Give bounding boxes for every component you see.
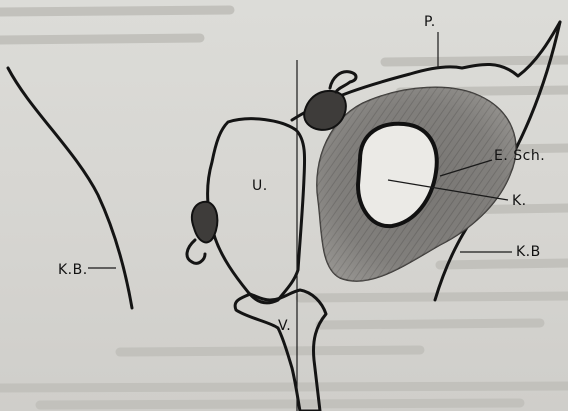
- label-e-sch: E. Sch.: [494, 148, 545, 164]
- label-v: V.: [278, 318, 291, 334]
- label-u: U.: [252, 178, 268, 194]
- left-fimbria: [187, 240, 205, 263]
- label-kb-right: K.B: [516, 244, 541, 260]
- label-p: P.: [424, 14, 436, 30]
- uterus-outline: [208, 119, 305, 303]
- label-kb-left: K.B.: [58, 262, 88, 278]
- left-ovary: [192, 202, 217, 243]
- right-fimbria: [330, 72, 356, 92]
- label-k: K.: [512, 193, 527, 209]
